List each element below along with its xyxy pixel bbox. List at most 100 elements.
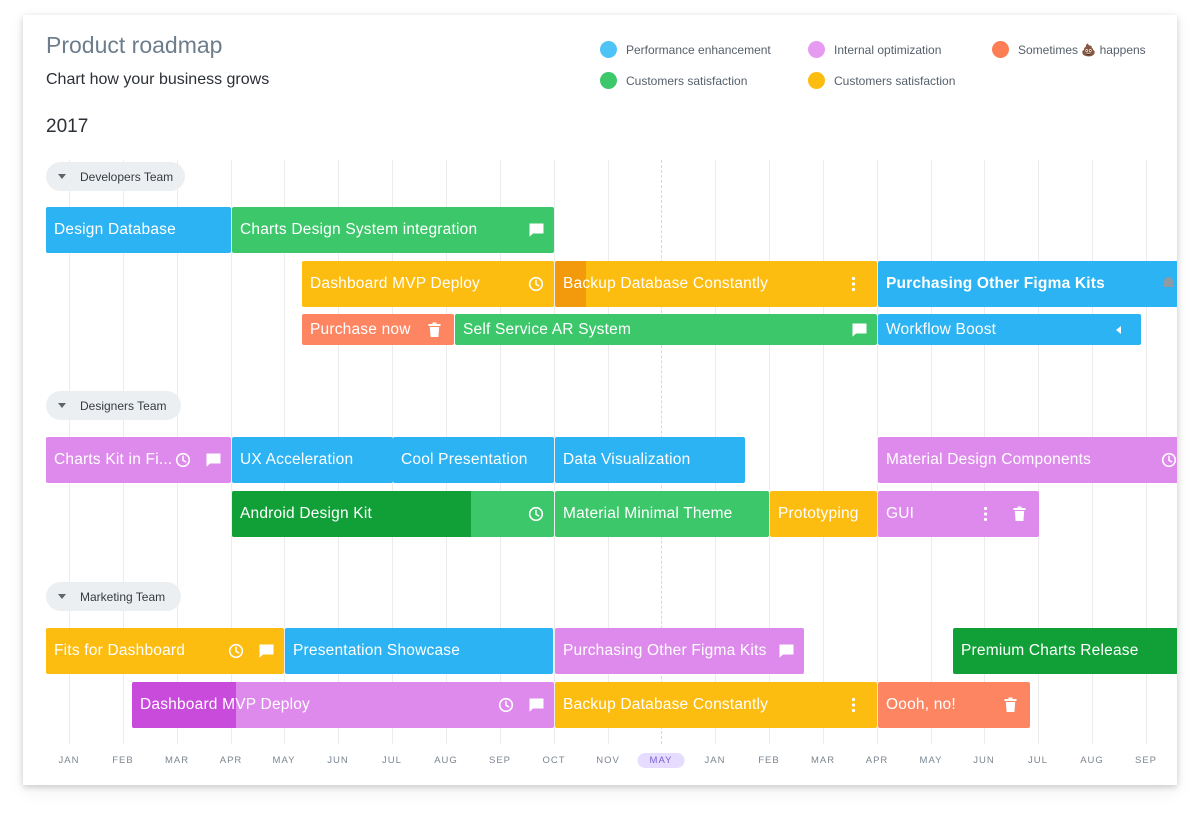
task-bar[interactable]: Backup Database Constantly [555, 682, 877, 728]
task-bar[interactable]: Purchasing Other Figma Kits [878, 261, 1177, 307]
comment-icon[interactable] [205, 452, 222, 468]
task-bar[interactable]: GUI [878, 491, 1039, 537]
task-bar[interactable]: Data Visualization [555, 437, 745, 483]
page-title: Product roadmap [46, 32, 223, 58]
comment-icon[interactable] [528, 697, 545, 713]
grid-line [877, 160, 878, 744]
team-toggle[interactable]: Designers Team [46, 391, 181, 420]
task-bar[interactable]: Dashboard MVP Deploy [302, 261, 554, 307]
legend-label: Sometimes 💩 happens [1018, 42, 1146, 57]
month-label[interactable]: MAY [637, 753, 685, 768]
task-label: Workflow Boost [886, 320, 997, 338]
task-label: Self Service AR System [463, 320, 632, 338]
task-label: Material Minimal Theme [563, 505, 733, 522]
task-label: Dashboard MVP Deploy [140, 696, 310, 713]
month-label: JUN [973, 755, 995, 766]
task-bar[interactable]: Prototyping [770, 491, 877, 537]
month-label: NOV [596, 755, 620, 766]
month-label: JUN [327, 755, 349, 766]
task-bar[interactable]: Presentation Showcase [285, 628, 553, 674]
month-label: AUG [1080, 755, 1104, 766]
task-bar[interactable]: Backup Database Constantly [555, 261, 877, 307]
clock-icon[interactable] [175, 452, 191, 468]
progress-fill [132, 682, 236, 728]
progress-fill [232, 491, 471, 537]
clock-icon[interactable] [1161, 452, 1177, 468]
task-label: Purchasing Other Figma Kits [563, 642, 767, 659]
legend-label: Internal optimization [834, 42, 942, 57]
task-label: Oooh, no! [886, 696, 956, 713]
comment-icon[interactable] [258, 643, 275, 659]
task-bar[interactable]: Design Database [46, 207, 231, 253]
task-bar[interactable]: Premium Charts Release [953, 628, 1177, 674]
legend-swatch [808, 41, 825, 58]
team-toggle[interactable]: Marketing Team [46, 582, 181, 611]
month-label: AUG [434, 755, 458, 766]
year-label: 2017 [46, 116, 89, 137]
task-bar[interactable]: Oooh, no! [878, 682, 1030, 728]
task-label: Prototyping [778, 505, 859, 522]
task-bar[interactable]: Material Minimal Theme [555, 491, 769, 537]
clock-icon[interactable] [498, 697, 514, 713]
task-bar[interactable]: Workflow Boost [878, 314, 1141, 345]
task-bar[interactable]: Dashboard MVP Deploy [132, 682, 554, 728]
trash-icon[interactable] [428, 322, 441, 337]
task-label: Design Database [54, 221, 176, 238]
task-label: Android Design Kit [240, 505, 372, 522]
clock-icon[interactable] [528, 276, 544, 292]
task-bar[interactable]: Android Design Kit [232, 491, 554, 537]
task-label: Material Design Components [886, 451, 1092, 468]
trash-icon[interactable] [1013, 506, 1026, 522]
team-name: Marketing Team [80, 589, 166, 604]
legend-label: Customers satisfaction [626, 73, 748, 88]
task-bar[interactable]: Self Service AR System [455, 314, 877, 345]
task-bar[interactable]: UX Acceleration [232, 437, 393, 483]
month-label: FEB [112, 755, 134, 766]
more-vert-icon[interactable] [851, 276, 856, 292]
task-bar[interactable]: Fits for Dashboard [46, 628, 284, 674]
legend-swatch [600, 72, 617, 89]
team-toggle[interactable]: Developers Team [46, 162, 185, 191]
task-label: Purchasing Other Figma Kits [886, 275, 1105, 292]
legend-item: Customers satisfaction [808, 72, 955, 89]
legend-label: Customers satisfaction [834, 73, 956, 88]
bell-icon[interactable] [1161, 276, 1176, 292]
month-label: SEP [488, 755, 512, 766]
month-label: MAY [919, 755, 943, 766]
caret-left-icon[interactable] [1115, 325, 1122, 334]
task-bar[interactable]: Purchase now [302, 314, 454, 345]
caret-down-icon [58, 594, 66, 599]
comment-icon[interactable] [851, 322, 868, 338]
month-label: APR [865, 755, 889, 766]
legend-item: Sometimes 💩 happens [992, 41, 1146, 58]
task-bar[interactable]: Purchasing Other Figma Kits [555, 628, 804, 674]
task-bar[interactable]: Charts Kit in Fi... [46, 437, 231, 483]
grid-line [769, 160, 770, 744]
grid-line [823, 160, 824, 744]
task-label: Backup Database Constantly [563, 696, 769, 713]
task-label: Charts Design System integration [240, 221, 478, 238]
month-label: FEB [758, 755, 780, 766]
month-label: MAR [810, 755, 836, 766]
task-label: Data Visualization [563, 451, 691, 468]
trash-icon[interactable] [1004, 697, 1017, 713]
month-label: JUL [1028, 755, 1048, 766]
clock-icon[interactable] [528, 506, 544, 522]
more-vert-icon[interactable] [983, 506, 988, 522]
clock-icon[interactable] [228, 643, 244, 659]
month-label: JAN [704, 755, 726, 766]
legend-swatch [992, 41, 1009, 58]
more-vert-icon[interactable] [851, 697, 856, 713]
month-label: APR [219, 755, 243, 766]
comment-icon[interactable] [528, 222, 545, 238]
grid-line [231, 160, 232, 744]
page-subtitle: Chart how your business grows [46, 71, 270, 88]
comment-icon[interactable] [778, 643, 795, 659]
task-label: Backup Database Constantly [563, 275, 769, 292]
progress-fill [555, 261, 586, 307]
task-bar[interactable]: Cool Presentation [393, 437, 554, 483]
task-bar[interactable]: Charts Design System integration [232, 207, 554, 253]
task-bar[interactable]: Material Design Components [878, 437, 1177, 483]
caret-down-icon [58, 174, 66, 179]
task-label: Cool Presentation [401, 451, 528, 468]
